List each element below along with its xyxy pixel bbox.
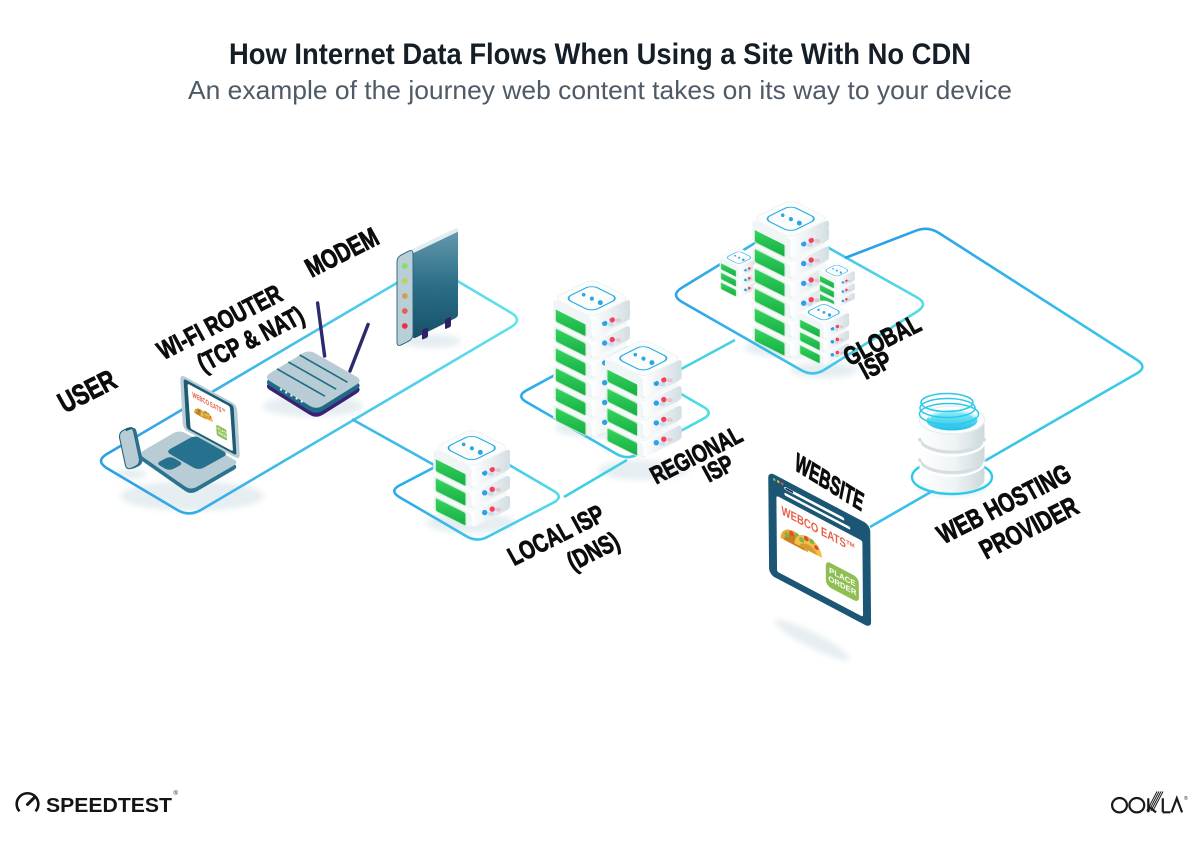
svg-text:®: ® xyxy=(1184,795,1188,802)
svg-text:How Internet Data Flows When U: How Internet Data Flows When Using a Sit… xyxy=(229,38,971,71)
svg-text:®: ® xyxy=(174,790,179,797)
svg-text:SPEEDTEST: SPEEDTEST xyxy=(46,795,172,817)
svg-text:ORDER: ORDER xyxy=(218,430,229,440)
svg-text:An example of the journey web: An example of the journey web content ta… xyxy=(188,75,1012,105)
svg-text:PLACE: PLACE xyxy=(218,426,229,436)
